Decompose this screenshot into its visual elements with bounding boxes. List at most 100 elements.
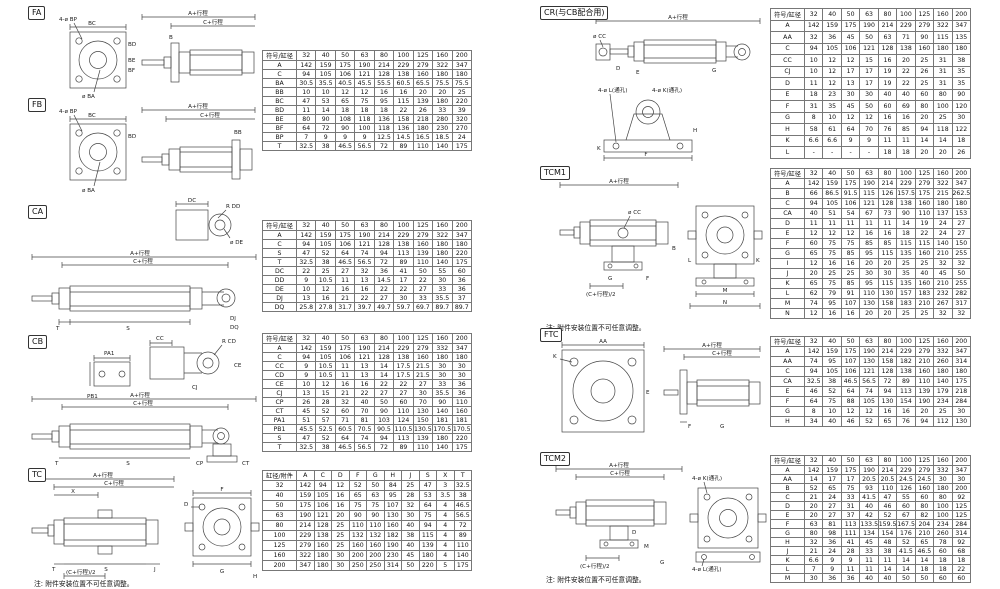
dim-label-a-stroke: A+行程 bbox=[130, 249, 150, 257]
dim-label-c-stroke: C+行程 bbox=[203, 18, 223, 26]
dim-cell: 160 bbox=[451, 406, 472, 416]
dim-cell: 33 bbox=[859, 546, 879, 556]
dim-cell: 90 bbox=[914, 31, 935, 44]
dim-cell: 138 bbox=[896, 198, 916, 209]
dim-cell: 31 bbox=[933, 54, 953, 67]
dim-cell: 21 bbox=[334, 293, 356, 303]
dim-cell: 175 bbox=[451, 442, 472, 452]
dim-cell: 182 bbox=[896, 356, 916, 367]
dim-cell: 120 bbox=[951, 100, 971, 113]
dim-cell: 19 bbox=[877, 77, 898, 90]
dim-cell: 130 bbox=[412, 406, 434, 416]
dim-cell: 76 bbox=[877, 123, 898, 136]
dim-header-cell: 50 bbox=[840, 8, 861, 21]
dim-cell: 139 bbox=[412, 96, 434, 106]
dim-cell: L bbox=[770, 146, 805, 159]
dim-cell: 106 bbox=[313, 500, 332, 511]
dim-cell: 170.5 bbox=[432, 424, 453, 434]
dim-cell: 94 bbox=[295, 352, 317, 362]
dim-cell: AA bbox=[770, 31, 805, 44]
dim-cell: 13 bbox=[295, 293, 317, 303]
dim-cell: 94 bbox=[373, 248, 395, 258]
dim-cell: 69 bbox=[896, 100, 916, 113]
dim-label-g: G bbox=[720, 424, 724, 430]
dim-cell: 18 bbox=[951, 555, 971, 565]
dim-cell: 175 bbox=[296, 500, 315, 511]
dim-cell: 159 bbox=[315, 60, 336, 70]
dim-cell: 124 bbox=[393, 415, 414, 425]
dim-cell: 66 bbox=[803, 188, 824, 199]
dim-cell: 50 bbox=[373, 397, 395, 407]
dim-cell: 9 bbox=[334, 132, 356, 142]
trunnion-front-shape bbox=[689, 487, 767, 563]
dim-cell: 9 bbox=[822, 555, 842, 565]
dim-cell: 160 bbox=[383, 520, 402, 531]
dim-header-cell: 160 bbox=[933, 168, 953, 179]
dim-cell: 200 bbox=[951, 483, 971, 493]
dim-cell: 40 bbox=[401, 520, 420, 531]
dim-cell: 175 bbox=[334, 230, 356, 240]
dim-header-cell: 100 bbox=[393, 50, 414, 61]
dim-label-ct: CT bbox=[242, 461, 250, 467]
dim-cell: 17.5 bbox=[393, 361, 414, 371]
dim-cell: 322 bbox=[933, 178, 953, 189]
dim-cell: 110 bbox=[453, 540, 472, 551]
dim-cell: 110 bbox=[412, 442, 434, 452]
dim-cell: 63 bbox=[877, 31, 898, 44]
dim-cell: 50 bbox=[914, 573, 935, 583]
dim-cell: 52.5 bbox=[315, 424, 336, 434]
dim-cell: 85 bbox=[840, 278, 861, 289]
dim-cell: 64 bbox=[840, 386, 861, 397]
dim-cell: 33 bbox=[432, 105, 453, 115]
dim-cell: 10 bbox=[803, 65, 824, 78]
dim-cell: 85 bbox=[877, 238, 898, 249]
dim-cell: 85 bbox=[896, 123, 916, 136]
dim-cell: 45 bbox=[933, 268, 953, 279]
dim-cell: 113 bbox=[840, 519, 861, 529]
dim-label-bolt: 4-ø BP bbox=[59, 109, 78, 115]
dim-cell: 138 bbox=[313, 530, 332, 541]
dim-cell: 17 bbox=[822, 474, 842, 484]
dim-cell: 30 bbox=[393, 293, 414, 303]
dim-cell: 36 bbox=[451, 284, 472, 294]
dim-cell: 52 bbox=[822, 386, 842, 397]
dim-cell: 158 bbox=[877, 356, 898, 367]
section-label-ftc: FTC bbox=[540, 328, 563, 342]
dim-cell: 107 bbox=[840, 356, 861, 367]
dim-cell: 64 bbox=[418, 500, 437, 511]
dim-cell: 317 bbox=[951, 298, 971, 309]
dim-label-m: M bbox=[723, 288, 728, 294]
dim-cell: 40 bbox=[262, 490, 297, 501]
dim-label-d: D bbox=[184, 502, 188, 508]
dim-cell: G bbox=[770, 111, 805, 124]
dim-cell: 64 bbox=[803, 396, 824, 407]
dim-cell: 7 bbox=[803, 564, 824, 574]
dim-cell: 70 bbox=[354, 406, 375, 416]
dim-cell: CT bbox=[262, 406, 297, 416]
dim-cell: 214 bbox=[877, 465, 898, 475]
dim-cell: 160 bbox=[313, 540, 332, 551]
dim-cell: 153 bbox=[951, 208, 971, 219]
dim-cell: F bbox=[770, 100, 805, 113]
dim-cell: 190 bbox=[354, 230, 375, 240]
dim-cell: 284 bbox=[951, 396, 971, 407]
dim-cell: 159 bbox=[822, 465, 842, 475]
dim-cell: 32 bbox=[401, 500, 420, 511]
section-label-tcm2: TCM2 bbox=[540, 452, 570, 466]
dim-cell: 75 bbox=[354, 96, 375, 106]
dim-cell: 20 bbox=[914, 111, 935, 124]
dim-label-b: B bbox=[672, 246, 676, 252]
dim-cell: 75.5 bbox=[451, 78, 472, 88]
tc-note: 注: 附件安装位置不可任意调整。 bbox=[34, 580, 134, 588]
